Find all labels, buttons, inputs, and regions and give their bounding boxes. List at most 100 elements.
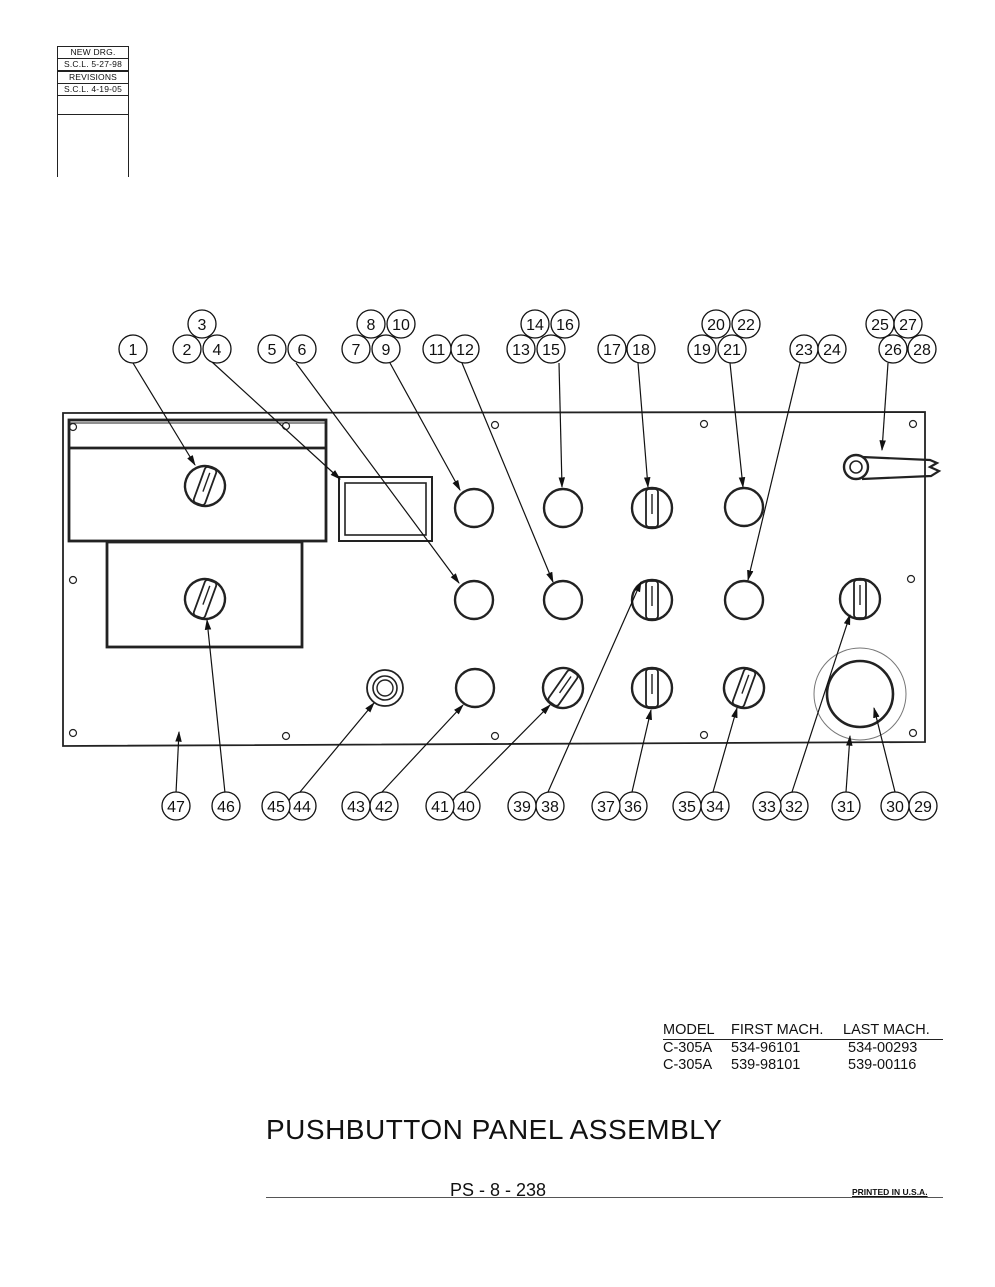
callout-circle <box>287 334 317 364</box>
pushbutton-ring <box>453 487 495 529</box>
callout-46: 46 <box>211 791 241 821</box>
model-table-header: MODEL FIRST MACH. LAST MACH. <box>663 1022 943 1040</box>
cell-last-mach: 539-00116 <box>848 1057 917 1073</box>
selector-handle <box>645 488 659 528</box>
callout-8: 8 <box>356 309 386 339</box>
header-first-mach: FIRST MACH. <box>731 1022 824 1038</box>
leader-line <box>637 362 651 489</box>
selector-switch <box>630 578 674 622</box>
callout-38: 38 <box>535 791 565 821</box>
selector-indicator <box>741 674 750 694</box>
callout-circle <box>341 791 371 821</box>
mounting-hole <box>906 574 916 584</box>
leader-line <box>631 708 652 793</box>
callout-31: 31 <box>831 791 861 821</box>
revision-block: NEW DRG. S.C.L. 5-27-98 REVISIONS S.C.L.… <box>57 46 129 177</box>
callout-number: 40 <box>457 799 475 816</box>
leader-line <box>132 362 196 466</box>
callout-27: 27 <box>893 309 923 339</box>
display-window-outer <box>338 476 433 542</box>
selector-handle <box>731 668 757 708</box>
leader-line <box>463 704 551 793</box>
callout-30: 30 <box>880 791 910 821</box>
callout-16: 16 <box>550 309 580 339</box>
callout-40: 40 <box>451 791 481 821</box>
callout-3: 3 <box>187 309 217 339</box>
upper-subpanel <box>67 418 328 543</box>
cell-model: C-305A <box>663 1040 713 1056</box>
selector-switch <box>183 464 227 508</box>
mounting-hole <box>699 419 709 429</box>
callout-number: 5 <box>268 342 277 359</box>
callout-number: 35 <box>678 799 696 816</box>
callout-number: 38 <box>541 799 559 816</box>
selector-ring <box>838 577 882 621</box>
leader-line <box>461 362 554 583</box>
callout-circle <box>591 791 621 821</box>
callout-circle <box>597 334 627 364</box>
cell-first-mach: 534-96101 <box>731 1040 801 1056</box>
callout-number: 10 <box>392 317 410 334</box>
callout-circle <box>425 791 455 821</box>
selector-handle <box>645 580 659 620</box>
callout-18: 18 <box>626 334 656 364</box>
revision-new-drg: NEW DRG. <box>58 47 128 59</box>
leader-line <box>299 702 375 793</box>
callout-circle <box>550 309 580 339</box>
callout-circle <box>341 334 371 364</box>
pushbutton-ring <box>453 579 495 621</box>
callout-circle <box>118 334 148 364</box>
callout-7: 7 <box>341 334 371 364</box>
callout-number: 27 <box>899 317 917 334</box>
callout-number: 45 <box>267 799 285 816</box>
callout-35: 35 <box>672 791 702 821</box>
selector-ring <box>630 486 674 530</box>
callout-circle <box>831 791 861 821</box>
callout-number: 33 <box>758 799 776 816</box>
callout-number: 24 <box>823 342 841 359</box>
callout-number: 41 <box>431 799 449 816</box>
pushbutton-ring <box>454 667 496 709</box>
selector-indicator <box>558 676 572 694</box>
callout-number: 17 <box>603 342 621 359</box>
callout-circle <box>907 334 937 364</box>
selector-handle <box>645 668 659 708</box>
callout-circle <box>687 334 717 364</box>
callout-circle <box>717 334 747 364</box>
callout-number: 7 <box>352 342 361 359</box>
callout-13: 13 <box>506 334 536 364</box>
printed-in-label: PRINTED IN U.S.A. <box>852 1187 928 1197</box>
callout-circle <box>880 791 910 821</box>
callout-26: 26 <box>878 334 908 364</box>
callout-10: 10 <box>386 309 416 339</box>
leader-line <box>389 362 461 491</box>
header-model: MODEL <box>663 1022 715 1038</box>
callout-circle <box>731 309 761 339</box>
callout-number: 25 <box>871 317 889 334</box>
mounting-hole <box>908 728 918 738</box>
callout-1: 1 <box>118 334 148 364</box>
leader-line <box>747 362 801 582</box>
cell-model: C-305A <box>663 1057 713 1073</box>
cell-first-mach: 539-98101 <box>731 1057 801 1073</box>
mounting-hole <box>68 575 78 585</box>
table-row: C-305A 539-98101 539-00116 <box>663 1057 943 1074</box>
selector-ring <box>630 666 674 710</box>
callout-number: 37 <box>597 799 615 816</box>
callout-number: 32 <box>785 799 803 816</box>
mounting-hole <box>699 730 709 740</box>
model-table: MODEL FIRST MACH. LAST MACH. C-305A 534-… <box>663 1022 943 1074</box>
callout-circle <box>161 791 191 821</box>
leader-line <box>845 734 853 793</box>
callout-number: 16 <box>556 317 574 334</box>
callout-29: 29 <box>908 791 938 821</box>
leader-line <box>873 706 896 793</box>
leader-line <box>791 613 851 793</box>
callout-number: 14 <box>526 317 544 334</box>
callout-circle <box>752 791 782 821</box>
callout-number: 4 <box>213 342 222 359</box>
callout-circle <box>371 334 401 364</box>
callout-circle <box>506 334 536 364</box>
callout-number: 23 <box>795 342 813 359</box>
leader-line <box>558 362 566 489</box>
